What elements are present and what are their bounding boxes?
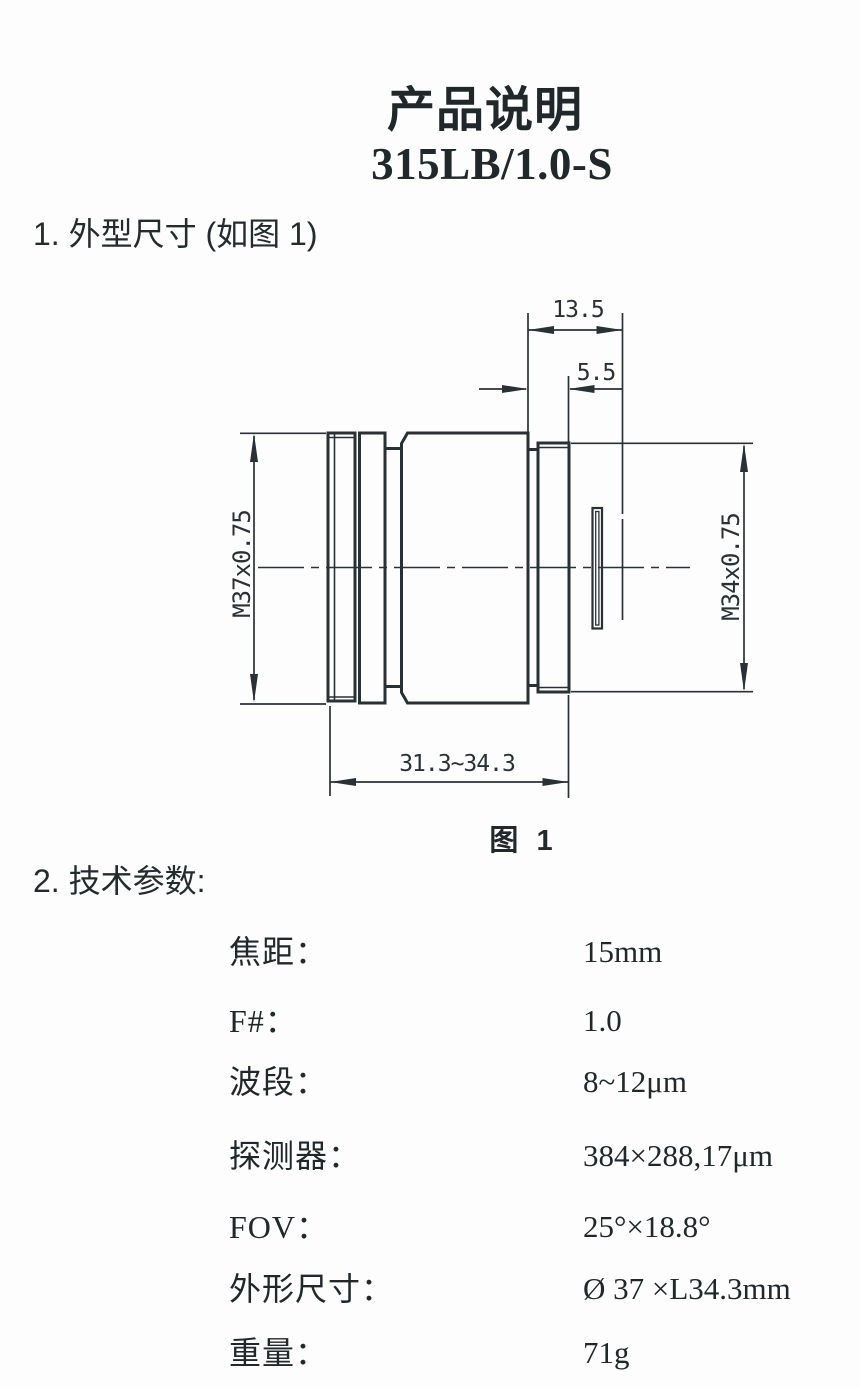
dim-rear-thread: M34x0.75 — [571, 442, 753, 693]
param-row-focal-length: 焦距： 15mm — [0, 934, 860, 986]
arrowhead-left — [568, 385, 595, 393]
main-barrel — [400, 431, 530, 705]
param-label: F#： — [229, 1003, 298, 1039]
param-label: 重量： — [229, 1335, 329, 1371]
arrowhead-right — [596, 326, 623, 334]
param-row-detector: 探测器： 384×288,17μm — [0, 1138, 860, 1190]
param-label: 波段： — [229, 1064, 329, 1100]
dim-text-back-length: 13.5 — [552, 297, 603, 323]
section-heading-dimensions: 1. 外型尺寸 (如图 1) — [33, 216, 318, 252]
arrowhead-left — [528, 326, 554, 334]
arrowhead-up — [250, 433, 258, 462]
arrowhead-up — [740, 443, 748, 472]
product-model: 315LB/1.0-S — [371, 139, 613, 189]
dim-text-front-thread: M37x0.75 — [228, 510, 256, 618]
lens-outline-drawing: M37x0.75 M34x0.75 13.5 — [228, 297, 753, 798]
param-row-outline-size: 外形尺寸： Ø 37 ×L34.3mm — [0, 1271, 860, 1323]
param-value: 8~12μm — [583, 1064, 688, 1099]
param-row-weight: 重量： 71g — [0, 1335, 860, 1387]
page-title: 产品说明 — [386, 84, 584, 137]
param-value: Ø 37 ×L34.3mm — [583, 1271, 791, 1306]
arrowhead-down — [740, 663, 748, 692]
dim-text-body-length: 31.3~34.3 — [399, 751, 515, 777]
param-label: FOV： — [229, 1209, 330, 1245]
dim-text-flange-width: 5.5 — [577, 360, 616, 386]
param-row-waveband: 波段： 8~12μm — [0, 1064, 860, 1116]
dim-front-thread: M37x0.75 — [228, 432, 326, 705]
dim-text-rear-thread: M34x0.75 — [717, 513, 745, 621]
param-label: 外形尺寸： — [229, 1271, 395, 1307]
param-row-f-number: F#： 1.0 — [0, 1003, 860, 1055]
dim-flange-width: 5.5 — [479, 360, 623, 442]
arrowhead-down — [250, 674, 258, 703]
param-value: 25°×18.8° — [583, 1209, 711, 1244]
arrowhead-right — [542, 778, 569, 786]
arrowhead-right — [502, 385, 528, 393]
figure-caption: 图 1 — [489, 825, 553, 857]
dim-back-length: 13.5 — [527, 297, 624, 620]
param-label: 焦距： — [229, 934, 329, 970]
arrowhead-left — [330, 778, 356, 786]
param-value: 384×288,17μm — [583, 1138, 773, 1173]
param-value: 71g — [583, 1335, 630, 1370]
section-heading-parameters: 2. 技术参数: — [33, 863, 206, 899]
param-label: 探测器： — [229, 1138, 362, 1174]
param-value: 1.0 — [583, 1003, 622, 1038]
param-row-fov: FOV： 25°×18.8° — [0, 1209, 860, 1261]
dim-body-length: 31.3~34.3 — [329, 695, 570, 798]
param-value: 15mm — [583, 934, 663, 969]
